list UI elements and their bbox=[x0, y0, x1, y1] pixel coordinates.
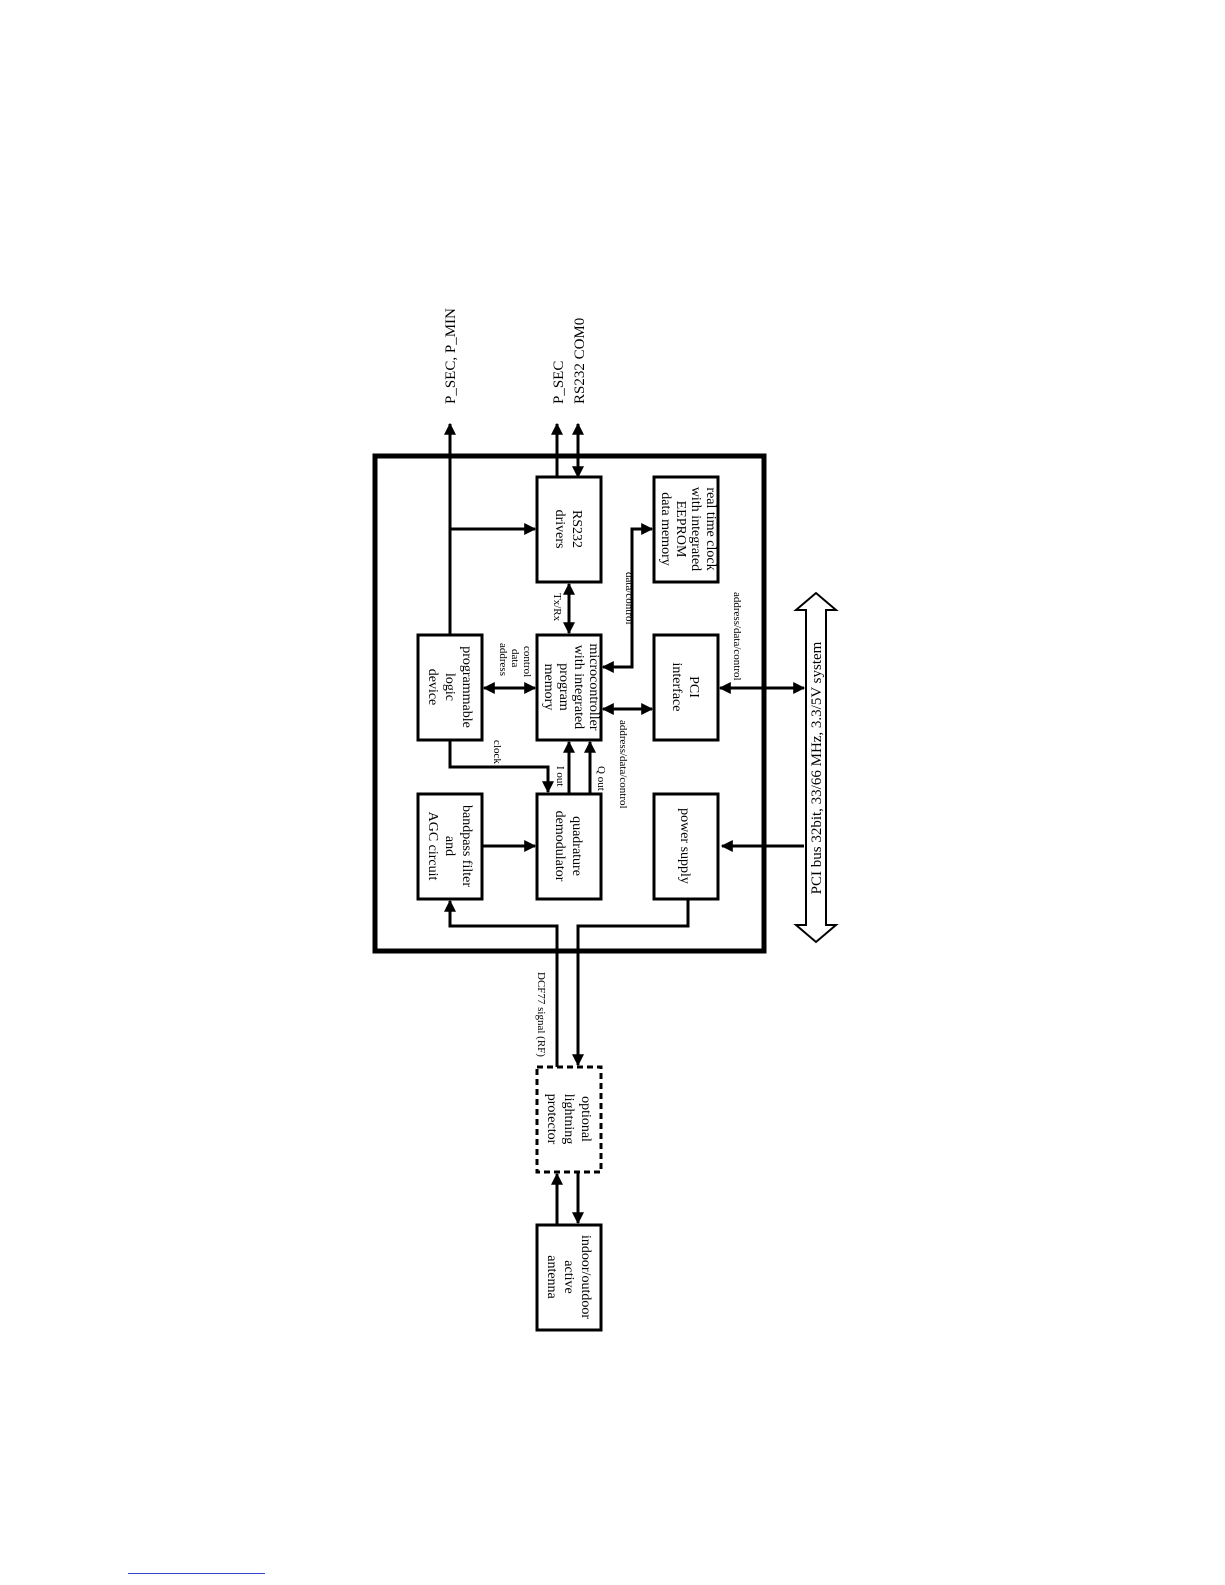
svg-text:data memory: data memory bbox=[658, 492, 673, 565]
svg-text:and: and bbox=[442, 836, 457, 856]
svg-text:memory: memory bbox=[541, 664, 556, 711]
rf-signal-line bbox=[444, 899, 559, 1067]
svg-text:power supply: power supply bbox=[677, 808, 692, 884]
antenna-label: indoor/outdoor active antenna bbox=[544, 1235, 593, 1319]
svg-text:program: program bbox=[556, 663, 571, 711]
svg-text:indoor/outdoor: indoor/outdoor bbox=[578, 1235, 593, 1319]
data-control-label: data/control bbox=[623, 572, 635, 625]
i-out-label: I out bbox=[554, 766, 566, 786]
svg-text:lightning: lightning bbox=[561, 1094, 576, 1145]
svg-text:protector: protector bbox=[544, 1094, 559, 1145]
rs232-drivers-label: RS232 drivers bbox=[552, 510, 584, 549]
svg-text:data: data bbox=[509, 649, 521, 667]
svg-text:real time clock: real time clock bbox=[703, 487, 718, 570]
svg-text:antenna: antenna bbox=[544, 1255, 559, 1299]
q-out-label: Q out bbox=[595, 766, 607, 791]
antenna-box bbox=[535, 1223, 603, 1332]
pci-interface-label: PCI interface bbox=[669, 663, 701, 712]
pci-bus-arrow bbox=[793, 591, 839, 944]
svg-text:microcontroller: microcontroller bbox=[586, 643, 601, 730]
svg-text:drivers: drivers bbox=[552, 510, 567, 549]
lightning-protector-box bbox=[535, 1065, 603, 1174]
clock-line bbox=[448, 740, 554, 794]
footer-rule bbox=[128, 1573, 265, 1574]
board-enclosure bbox=[372, 453, 767, 954]
microcontroller-label: microcontroller with integrated program … bbox=[541, 643, 601, 730]
svg-text:device: device bbox=[425, 669, 440, 706]
svg-text:logic: logic bbox=[442, 673, 457, 701]
mcu-pci-bus-label: address/data/control bbox=[617, 720, 629, 809]
svg-text:optional: optional bbox=[578, 1096, 593, 1142]
lightning-protector-label: optional lightning protector bbox=[544, 1094, 593, 1145]
p-sec-label: P_SEC bbox=[551, 361, 567, 404]
svg-text:EEPROM: EEPROM bbox=[673, 501, 688, 558]
power-supply-box bbox=[652, 792, 720, 901]
bandpass-filter-label: bandpass filter and AGC circuit bbox=[425, 805, 474, 887]
p-sec-p-min-label: P_SEC, P_MIN bbox=[443, 308, 459, 404]
svg-text:AGC circuit: AGC circuit bbox=[425, 812, 440, 881]
dcf77-signal-label: DCF77 signal (RF) bbox=[535, 972, 547, 1057]
svg-text:address: address bbox=[497, 643, 509, 676]
svg-text:with integrated: with integrated bbox=[688, 487, 703, 571]
svg-text:with integrated: with integrated bbox=[571, 645, 586, 729]
quadrature-demodulator-box bbox=[535, 792, 603, 901]
svg-text:interface: interface bbox=[669, 663, 684, 712]
power-to-protector-line bbox=[572, 899, 690, 1067]
svg-text:active: active bbox=[561, 1260, 576, 1293]
power-supply-label: power supply bbox=[677, 808, 692, 884]
rs232-drivers-box bbox=[535, 475, 603, 584]
pci-interface-box bbox=[652, 633, 720, 742]
svg-text:PCI: PCI bbox=[686, 676, 701, 698]
svg-text:quadrature: quadrature bbox=[569, 816, 584, 876]
microcontroller-box bbox=[535, 633, 603, 742]
real-time-clock-box bbox=[652, 475, 720, 584]
svg-text:bandpass filter: bandpass filter bbox=[459, 805, 474, 887]
svg-text:programmable: programmable bbox=[459, 646, 474, 728]
mcu-rtc-line bbox=[601, 523, 654, 673]
svg-text:RS232: RS232 bbox=[569, 510, 584, 548]
quadrature-demodulator-label: quadrature demodulator bbox=[552, 811, 584, 882]
real-time-clock-label: real time clock with integrated EEPROM d… bbox=[658, 487, 718, 571]
txrx-label: Tx/Rx bbox=[551, 593, 563, 622]
pci-bus-signal-label: address/data/control bbox=[731, 592, 743, 681]
programmable-logic-label: programmable logic device bbox=[425, 646, 474, 728]
plc-mcu-bus-label: address data control bbox=[497, 643, 533, 677]
svg-text:control: control bbox=[521, 646, 533, 677]
clock-label: clock bbox=[491, 740, 503, 764]
pci-bus-label: PCI bus 32bit, 33/66 MHz, 3.3/5V system bbox=[809, 641, 825, 894]
svg-text:demodulator: demodulator bbox=[552, 811, 567, 882]
rs232-com0-label: RS232 COM0 bbox=[572, 318, 588, 404]
